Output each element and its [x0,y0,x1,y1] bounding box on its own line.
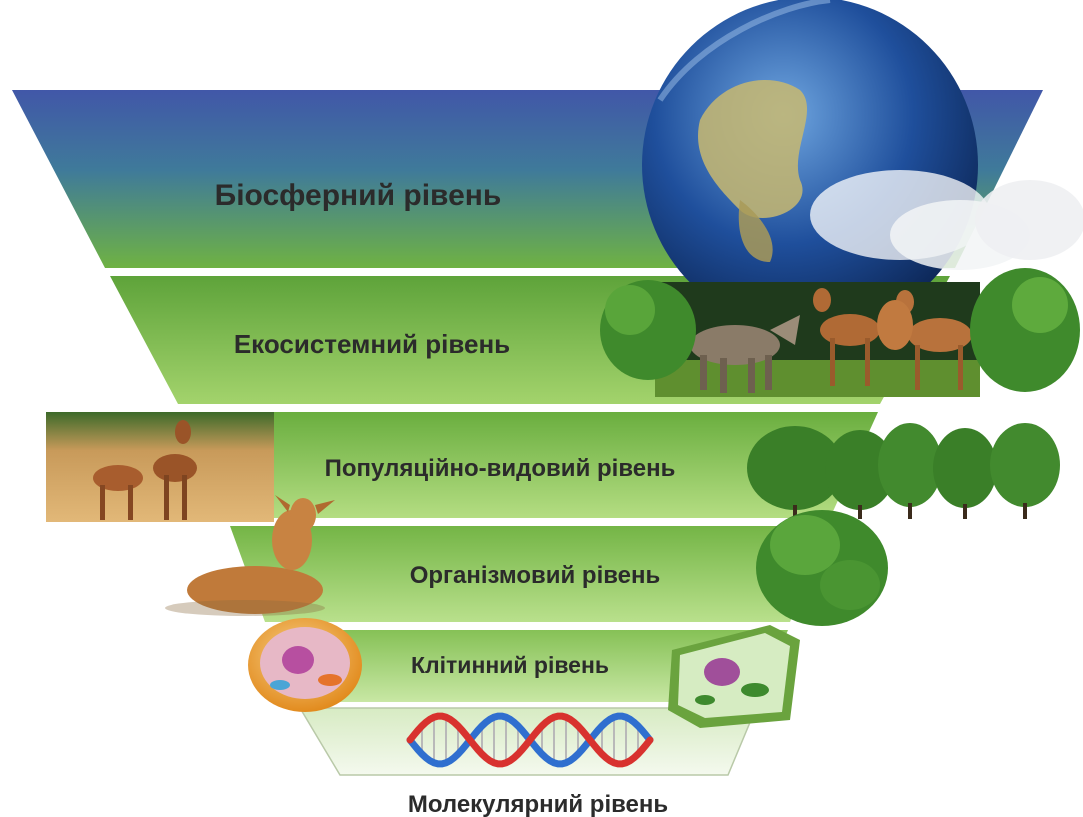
animal-cell-icon [248,618,362,712]
level-label-organism: Організмовий рівень [410,562,661,589]
population-photo [46,412,274,522]
level-label-molecular: Молекулярний рівень [408,791,668,817]
bush-icon [747,423,1060,519]
tree-icon [756,510,888,626]
level-label-biosphere: Біосферний рівень [215,179,502,212]
level-label-population: Популяційно-видовий рівень [325,455,676,482]
level-label-cell: Клітинний рівень [411,652,609,678]
level-label-ecosystem: Екосистемний рівень [234,329,510,359]
ecosystem-photo [655,282,980,397]
